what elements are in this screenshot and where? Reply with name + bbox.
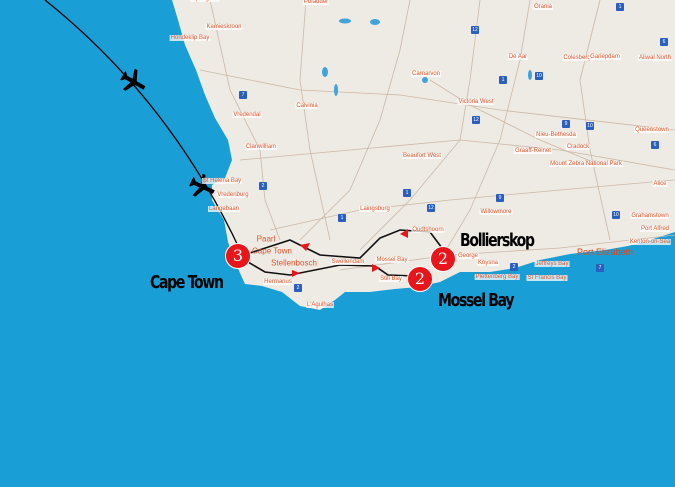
town-label[interactable]: Queenstown [634, 127, 670, 133]
destination-label-bollierskop: Bollierskop [460, 231, 535, 251]
town-label[interactable]: Gariepdam [589, 54, 621, 60]
town-label[interactable]: Plettenberg Bay [474, 274, 520, 280]
cape-town-nights-marker[interactable]: 3 [225, 243, 251, 269]
road-shield-icon: 1 [403, 189, 411, 197]
airplane-icon [120, 68, 146, 91]
road-shield-icon: 10 [586, 122, 594, 130]
town-label[interactable]: Still Bay [379, 276, 403, 282]
road-shield-icon: 6 [651, 141, 659, 149]
road-shield-icon: 2 [510, 263, 518, 271]
town-label[interactable]: Orania [532, 4, 554, 10]
road-shield-icon: 7 [239, 91, 247, 99]
town-label[interactable]: Mount Zebra National Park [549, 161, 623, 167]
road-shield-icon: 10 [612, 211, 620, 219]
town-label[interactable]: Clanwilliam [244, 144, 278, 150]
road-shield-icon: 12 [427, 204, 435, 212]
town-label[interactable]: Stellenbosch [271, 258, 317, 268]
town-label[interactable]: Hondeklip Bay [169, 35, 211, 41]
town-label[interactable]: Vredendal [232, 112, 262, 118]
town-label[interactable]: Graaff-Reinet [514, 148, 552, 154]
town-label[interactable]: Cradock [565, 144, 591, 150]
town-label[interactable]: Calvinia [295, 103, 319, 109]
road-shield-icon: 2 [259, 182, 267, 190]
town-label[interactable]: Hermanus [263, 279, 293, 285]
roads [199, 0, 675, 271]
airplane-icon [189, 173, 215, 197]
mossel-bay-nights-marker[interactable]: 2 [407, 266, 433, 292]
road-shield-icon: 12 [472, 116, 480, 124]
town-label[interactable]: Willowmore [479, 209, 513, 215]
town-label[interactable]: L'Agulhas [305, 302, 335, 308]
town-label[interactable]: De Aar [507, 54, 529, 60]
road-shield-icon: 2 [294, 284, 302, 292]
town-label[interactable]: Knysna [476, 260, 500, 266]
road-shield-icon: 9 [496, 194, 504, 202]
road-shield-icon: 10 [535, 72, 543, 80]
town-label[interactable]: Victoria West [457, 99, 495, 105]
town-label[interactable]: Port Alfred [639, 226, 671, 232]
lakes [322, 18, 532, 96]
town-label[interactable]: Pofadder [302, 0, 330, 5]
town-label[interactable]: George [456, 253, 480, 259]
town-label[interactable]: Nieu-Bethesda [535, 132, 577, 138]
town-label[interactable]: Kenton-on-Sea [628, 239, 672, 245]
town-label[interactable]: Paarl [256, 234, 276, 244]
town-label[interactable]: Laingsburg [359, 206, 391, 212]
road-shield-icon: 1 [616, 3, 624, 11]
road-shield-icon: 1 [338, 214, 346, 222]
town-label[interactable]: Swellendam [330, 259, 366, 265]
town-label[interactable]: Cape Town [252, 246, 292, 256]
bollierskop-nights-marker[interactable]: 2 [430, 246, 456, 272]
town-label[interactable]: Springbok [190, 0, 220, 2]
road-shield-icon: 6 [660, 38, 668, 46]
town-label[interactable]: St Helena Bay [201, 178, 243, 184]
town-label[interactable]: Oudtshoorn [411, 227, 445, 233]
town-label[interactable]: Aliwal North [637, 55, 673, 61]
town-label[interactable]: Mossel Bay [375, 257, 409, 263]
town-label[interactable]: Vredenburg [216, 192, 250, 198]
town-label[interactable]: Port Elizabeth [576, 247, 634, 257]
drive-route-coastal [247, 261, 416, 277]
town-label[interactable]: Jeffreys Bay [534, 261, 570, 267]
town-label[interactable]: Colesberg [562, 55, 592, 61]
destination-label-mossel-bay: Mossel Bay [438, 291, 515, 311]
road-shield-icon: 7 [596, 264, 604, 272]
town-label[interactable]: Langebaan [207, 206, 241, 212]
town-label[interactable]: Kamieskroon [205, 24, 243, 30]
town-label[interactable]: Beaufort West [402, 153, 442, 159]
town-label[interactable]: Carnarvon [410, 71, 442, 77]
town-label[interactable]: Alice [652, 181, 668, 187]
road-shield-icon: 1 [499, 76, 507, 84]
road-shield-icon: 12 [471, 26, 479, 34]
town-label[interactable]: St Francis Bay [526, 275, 568, 281]
town-label[interactable]: Grahamstown [630, 213, 670, 219]
route-arrow-icon [292, 229, 408, 277]
road-shield-icon: 9 [562, 120, 570, 128]
destination-label-cape-town: Cape Town [150, 273, 224, 293]
